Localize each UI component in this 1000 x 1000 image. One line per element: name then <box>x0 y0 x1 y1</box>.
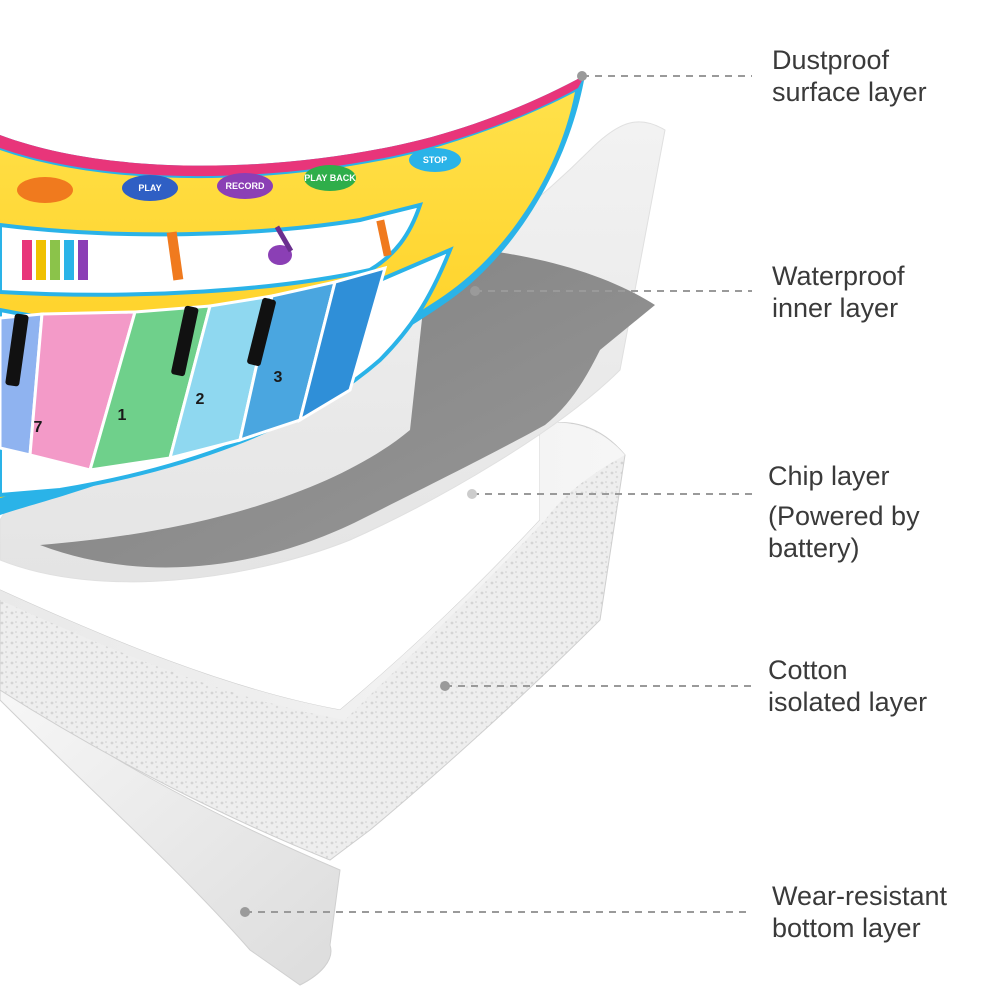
leader-dot-wear <box>240 907 250 917</box>
piano-keys: 7 1 2 3 <box>0 265 388 472</box>
mat-button-stop: STOP <box>423 155 447 165</box>
mat-button-play: PLAY <box>138 183 161 193</box>
cotton-top-surface <box>0 422 625 720</box>
cotton-isolated-layer <box>0 422 626 861</box>
instrument-row <box>0 202 424 297</box>
label-wear-resistant: Wear-resistant bottom layer <box>772 881 948 943</box>
leader-dot-dustproof <box>577 71 587 81</box>
waterproof-inner-layer <box>40 245 655 568</box>
mat-button-record: RECORD <box>225 181 265 191</box>
label-chip: Chip layer <box>768 461 890 491</box>
chip-power-note: (Powered by battery) <box>768 501 920 563</box>
label-dustproof: Dustproof surface layer <box>772 45 927 107</box>
mat-buttons: PLAY RECORD PLAY BACK STOP <box>17 148 461 203</box>
key-label-2: 2 <box>196 391 205 408</box>
leader-dot-waterproof <box>470 286 480 296</box>
leader-lines <box>240 71 752 917</box>
mat-button-playback: PLAY BACK <box>304 173 356 183</box>
key-label-7: 7 <box>34 419 43 436</box>
key-label-3: 3 <box>274 369 283 386</box>
label-cotton: Cotton isolated layer <box>768 655 928 717</box>
label-waterproof: Waterproof inner layer <box>772 261 905 323</box>
leader-dot-chip <box>467 489 477 499</box>
key-label-1: 1 <box>118 407 127 424</box>
leader-dot-cotton <box>440 681 450 691</box>
